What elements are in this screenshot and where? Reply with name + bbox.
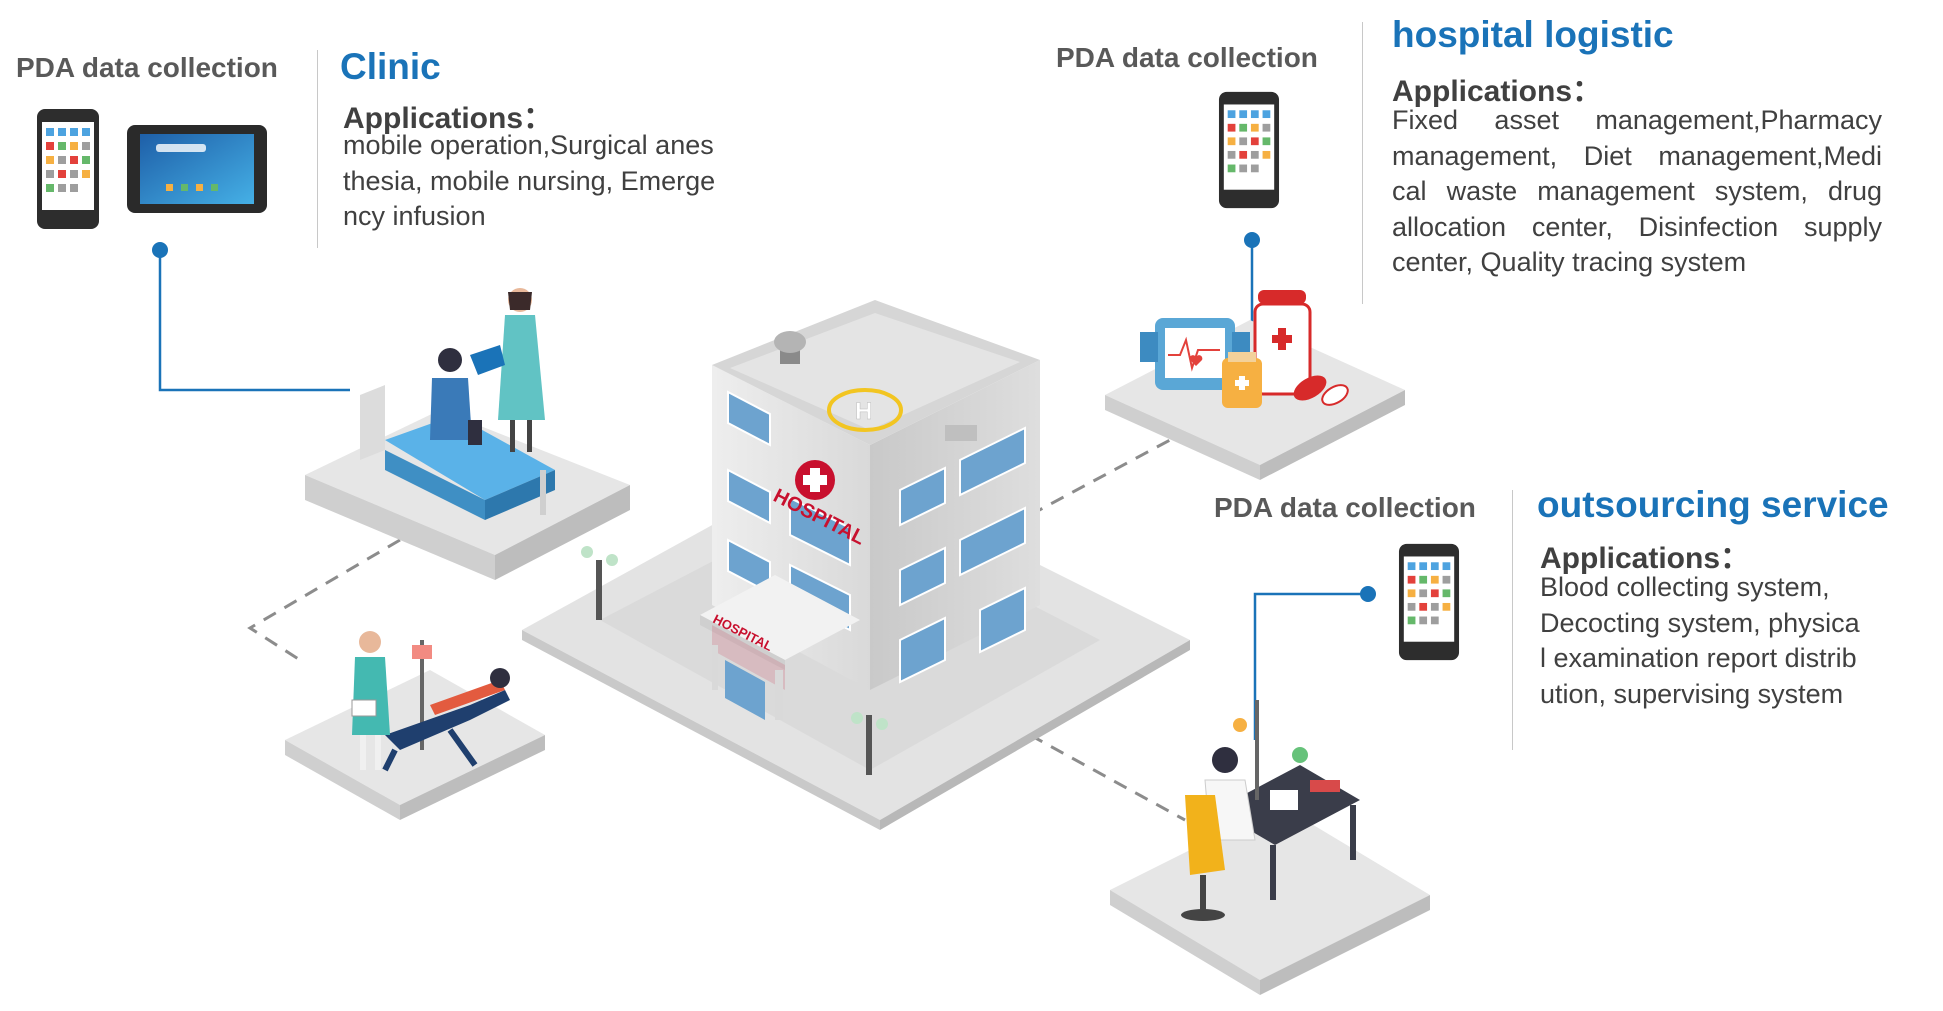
clinic-apps-text: mobile operation,Surgical anes thesia, m… [343,128,763,235]
outsourcing-apps-text: Blood collecting system, Decocting syste… [1540,570,1920,712]
patient-figure-icon [430,348,482,445]
phone-pda-icon [37,109,99,229]
doctor-tablet-icon [470,288,545,452]
logistic-apps-line: cal waste management system, drug [1392,176,1882,206]
nurse-figure-icon [351,631,390,770]
hospital-sign-entrance: HOSPITAL [711,611,776,654]
helipad-letter: H [855,398,872,425]
phone-pda-icon [1218,91,1280,209]
medicine-bottles-icon [1140,290,1349,408]
outsourcing-apps-title: Applications： [1540,542,1751,575]
outsourcing-apps-line: ution, supervising system [1540,678,1844,709]
leader-lines [158,240,1368,740]
infusion-chair-icon [382,640,510,772]
patient-bed-icon [360,385,555,520]
lab-worker-icon [1181,700,1360,921]
leader-dots [152,232,1376,602]
logistic-apps-text: Fixed asset management,Pharmacy manageme… [1392,103,1882,281]
clinic-apps-title: Applications： [343,102,554,135]
outsourcing-pda-label: PDA data collection [1214,492,1476,523]
logistic-title: hospital logistic [1392,14,1674,55]
tablet-pda-icon [127,125,267,213]
outsourcing-divider [1512,490,1513,750]
clinic-apps-line: mobile operation,Surgical anes [343,130,714,160]
logistic-pda-label: PDA data collection [1056,42,1318,73]
logistic-apps-line: allocation center, Disinfection supply [1392,211,1882,242]
clinic-divider [317,50,318,248]
logistic-apps-line: center, Quality tracing system [1392,247,1747,277]
street-lamp-icon [581,546,888,775]
satellite-dish-icon [774,331,806,364]
outsourcing-title: outsourcing service [1537,484,1889,525]
clinic-apps-line: ncy infusion [343,201,486,231]
outsourcing-apps-line: l examination report distrib [1540,643,1857,673]
dashed-connectors [247,438,1186,822]
logistic-apps-title: Applications： [1392,75,1603,108]
clinic-title: Clinic [340,46,441,87]
clinic-apps-line: thesia, mobile nursing, Emerge [343,165,716,196]
clinic-pda-label: PDA data collection [16,52,278,83]
outsourcing-apps-line: Decocting system, physica [1540,607,1860,638]
hospital-sign-main: HOSPITAL [770,485,869,550]
logistic-divider [1362,22,1363,304]
logistic-apps-line: management, Diet management,Medi [1392,140,1882,171]
hospital-building-icon [700,300,1040,720]
outsourcing-apps-line: Blood collecting system, [1540,572,1830,602]
red-cross-emblem-icon [795,460,835,500]
logistic-apps-line: Fixed asset management,Pharmacy [1392,105,1882,135]
phone-pda-icon [1398,543,1460,661]
